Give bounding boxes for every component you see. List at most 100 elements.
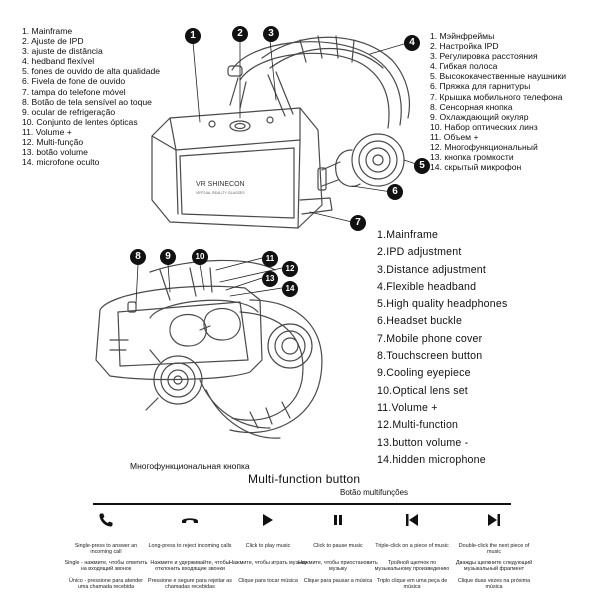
control-desc-ru: Дважды щелкните следующий музыкальный фр… <box>455 560 533 573</box>
control-desc-pt: Clique para tocar música <box>238 578 298 584</box>
list-item: 11. Объем + <box>430 131 479 142</box>
list-item: 12. Multi-função <box>22 137 84 148</box>
control-desc-en: Double-click the next piece of music <box>458 543 530 556</box>
list-item: 11.Volume + <box>377 401 438 414</box>
list-item: 4. hedband flexível <box>22 56 95 67</box>
list-item: 5. fones de ouvido de alta qualidade <box>22 66 161 77</box>
list-item: 1. Mainframe <box>22 26 73 36</box>
multifunction-title: Multi-function button <box>248 472 361 486</box>
control-desc-ru: Тройной щелчок по музыкальному произведе… <box>374 560 450 573</box>
list-item: 4.Flexible headband <box>377 280 477 293</box>
callout-9: 9 <box>160 249 176 265</box>
svg-text:VIRTUAL REALITY GLASSES: VIRTUAL REALITY GLASSES <box>196 191 245 195</box>
list-item: 10.Optical lens set <box>377 384 468 397</box>
control-desc-ru: Нажмите, чтобы играть музыку <box>229 560 307 566</box>
list-item: 8. Сенсорная кнопка <box>430 101 513 112</box>
parts-list-portuguese: 1. Mainframe 2. Ajuste de IPD 3. ajuste … <box>22 26 160 167</box>
list-item: 1.Mainframe <box>377 229 439 241</box>
list-item: 6. Fivela de fone de ouvido <box>22 76 126 87</box>
control-play-music: Click to play music Нажмите, чтобы играт… <box>226 510 310 584</box>
list-item: 11. Volume + <box>22 126 72 137</box>
list-item: 7. Крышка мобильного телефона <box>430 91 563 102</box>
list-item: 10. Набор оптических линз <box>430 121 538 132</box>
list-item: 13. botão volume <box>22 147 88 158</box>
callout-10: 10 <box>192 249 208 265</box>
list-item: 9. Охлаждающий окуляр <box>430 111 529 122</box>
callout-2: 2 <box>232 26 248 42</box>
leader-lines <box>135 39 417 305</box>
control-desc-en: Click to play music <box>245 543 291 549</box>
callout-11: 11 <box>262 251 278 267</box>
headset-front-illustration <box>151 35 411 229</box>
callout-14: 14 <box>282 281 298 297</box>
next-track-icon <box>452 510 536 530</box>
control-desc-pt: Pressione e segure para rejeitar as cham… <box>148 578 232 591</box>
phone-answer-icon <box>64 510 148 530</box>
callout-13: 13 <box>262 271 278 287</box>
list-item: 6. Пряжка для гарнитуры <box>430 81 531 92</box>
control-answer-call: Single-press to answer an incoming call … <box>64 510 148 591</box>
callout-1: 1 <box>185 28 201 44</box>
play-icon <box>226 510 310 530</box>
callout-12: 12 <box>282 261 298 277</box>
control-desc-ru: Нажмите, чтобы приостановить музыку <box>298 560 378 573</box>
svg-text:VR SHINECON: VR SHINECON <box>196 181 245 188</box>
previous-track-icon <box>370 510 454 530</box>
parts-list-english: 1.Mainframe 2.IPD adjustment 3.Distance … <box>377 227 507 469</box>
list-item: 14.hidden microphone <box>377 453 486 466</box>
control-next-track: Double-click the next piece of music Два… <box>452 510 536 591</box>
control-pause-music: Click to pause music Нажмите, чтобы прио… <box>296 510 380 584</box>
list-item: 12. Многофункциональный <box>430 142 538 153</box>
list-item: 9.Cooling eyepiece <box>377 367 471 380</box>
control-reject-call: Long-press to reject incoming calls Нажм… <box>148 510 232 591</box>
control-desc-en: Long-press to reject incoming calls <box>148 543 232 549</box>
list-item: 12.Multi-function <box>377 419 459 432</box>
multifunction-caption-russian: Многофункциональная кнопка <box>130 461 250 471</box>
control-desc-en: Triple-click on a piece of music <box>375 543 449 549</box>
control-desc-en: Single-press to answer an incoming call <box>74 543 138 556</box>
list-item: 10. Conjunto de lentes ópticas <box>22 116 138 127</box>
list-item: 1. Мэйнфреймы <box>430 31 495 41</box>
multifunction-caption-portuguese: Botão multifunções <box>340 488 409 497</box>
list-item: 7.Mobile phone cover <box>377 332 483 345</box>
callout-4: 4 <box>404 35 420 51</box>
control-desc-ru: Single - нажмите, чтобы ответить на вход… <box>64 560 148 573</box>
list-item: 3.Distance adjustment <box>377 263 487 276</box>
list-item: 7. tampa do telefone móvel <box>22 86 126 97</box>
list-item: 2. Настройка IPD <box>430 41 499 52</box>
callout-7: 7 <box>350 215 366 231</box>
list-item: 2. Ajuste de IPD <box>22 36 84 47</box>
control-desc-pt: Clique para pausar a música <box>303 578 373 584</box>
list-item: 8. Botão de tela sensível ao toque <box>22 96 152 107</box>
callout-5: 5 <box>414 158 430 174</box>
callout-3: 3 <box>263 26 279 42</box>
list-item: 6.Headset buckle <box>377 315 463 328</box>
control-previous-track: Triple-click on a piece of music Тройной… <box>370 510 454 591</box>
list-item: 4. Гибкая полоса <box>430 61 498 72</box>
multifunction-divider <box>93 503 511 505</box>
list-item: 13.button volume - <box>377 436 469 449</box>
control-desc-pt: Único - pressione para atender uma chama… <box>68 578 143 591</box>
control-desc-pt: Triplo clique em uma peça de música <box>376 578 448 591</box>
list-item: 14. скрытый микрофон <box>430 162 522 173</box>
list-item: 8.Touchscreen button <box>377 350 483 363</box>
control-desc-ru: Нажмите и удерживайте, чтобы отклонить в… <box>150 560 230 573</box>
list-item: 5.High quality headphones <box>377 298 508 311</box>
control-desc-en: Click to pause music <box>313 543 363 549</box>
list-item: 3. Регулировка расстояния <box>430 51 538 62</box>
control-desc-pt: Clique duas vezes na próxima música <box>457 578 531 591</box>
pause-icon <box>296 510 380 530</box>
brand-logo: VR SHINECON VIRTUAL REALITY GLASSES <box>196 181 245 195</box>
list-item: 14. microfone oculto <box>22 157 100 168</box>
phone-hangup-icon <box>148 510 232 530</box>
headset-rear-illustration <box>95 259 323 439</box>
list-item: 9. ocular de refrigeração <box>22 106 116 117</box>
callout-6: 6 <box>387 184 403 200</box>
callout-8: 8 <box>130 249 146 265</box>
list-item: 3. ajuste de distância <box>22 46 103 57</box>
list-item: 13. кнопка громкости <box>430 152 514 163</box>
parts-list-russian: 1. Мэйнфреймы 2. Настройка IPD 3. Регули… <box>430 31 566 172</box>
list-item: 2.IPD adjustment <box>377 246 462 259</box>
list-item: 5. Высококачественные наушники <box>430 71 567 82</box>
